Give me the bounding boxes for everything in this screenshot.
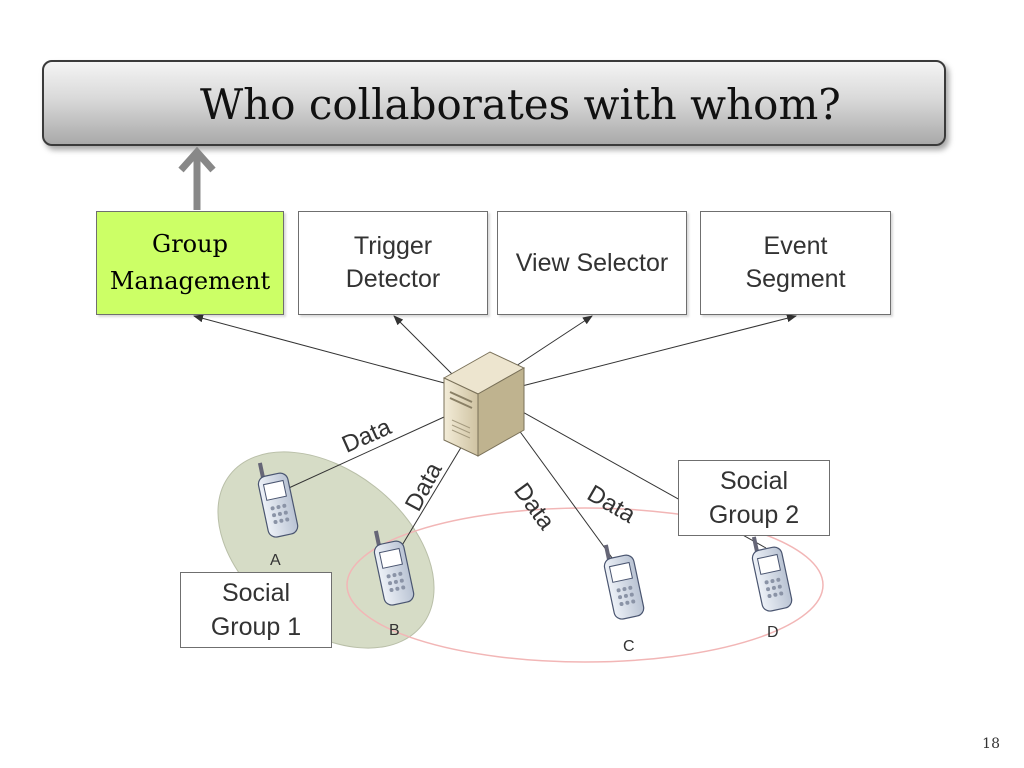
social-group-2-area bbox=[346, 507, 824, 663]
phone-label-c: C bbox=[623, 638, 635, 655]
up-arrow-icon bbox=[178, 146, 216, 210]
module-label: Trigger Detector bbox=[345, 232, 441, 293]
phone-d-icon bbox=[751, 536, 793, 612]
module-label: View Selector bbox=[515, 248, 669, 277]
page-number: 18 bbox=[982, 736, 1000, 752]
module-label: Event Segment bbox=[745, 232, 846, 293]
social-group-1-label: Social Group 1 bbox=[180, 572, 332, 648]
slide-title: Who collaborates with whom? bbox=[200, 80, 841, 129]
arrow-to-view-selector bbox=[515, 315, 593, 367]
module-label: Group Management bbox=[109, 230, 271, 295]
social-group-2-label: Social Group 2 bbox=[678, 460, 830, 536]
phone-label-a: A bbox=[270, 552, 281, 569]
module-view-selector: View Selector bbox=[497, 211, 687, 315]
phone-label-b: B bbox=[389, 622, 400, 639]
arrow-to-event-segment bbox=[521, 314, 797, 387]
module-event-segment: Event Segment bbox=[700, 211, 891, 315]
module-group-management: Group Management bbox=[96, 211, 284, 315]
arrow-to-trigger-detector bbox=[393, 315, 453, 375]
server-icon bbox=[442, 351, 526, 457]
module-trigger-detector: Trigger Detector bbox=[298, 211, 488, 315]
group-label-text: Social Group 2 bbox=[708, 467, 800, 529]
arrow-to-group-management bbox=[193, 314, 449, 385]
group-label-text: Social Group 1 bbox=[210, 579, 302, 641]
phone-a-icon bbox=[257, 462, 299, 538]
phone-label-d: D bbox=[767, 624, 779, 641]
title-banner bbox=[42, 60, 946, 146]
phone-b-icon bbox=[373, 530, 415, 606]
phone-c-icon bbox=[603, 544, 645, 620]
